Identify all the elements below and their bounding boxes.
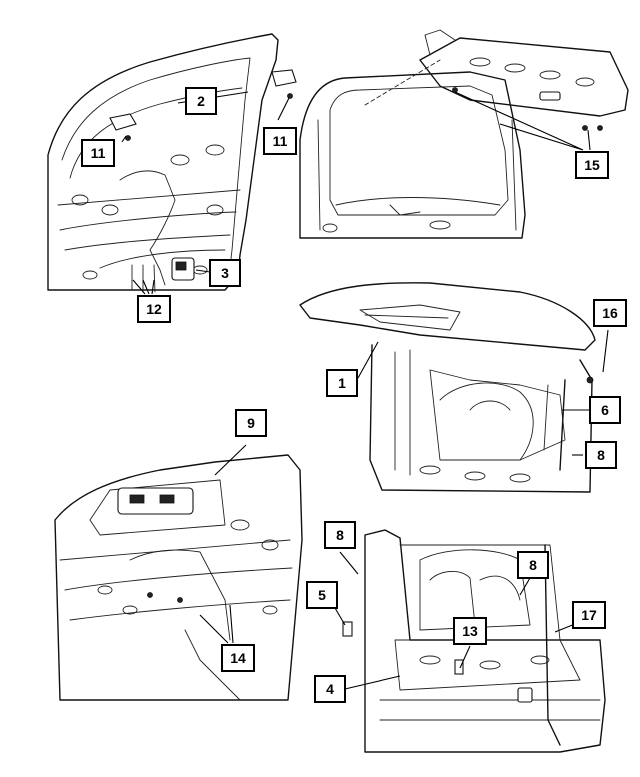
svg-text:8: 8 [336,527,344,543]
callout-2: 2 [185,87,217,115]
svg-text:5: 5 [318,587,326,603]
svg-text:4: 4 [326,681,334,697]
liftgate-handle-view-bottom-left [54,454,303,701]
callout-8-vehicle: 8 [585,441,617,469]
svg-text:17: 17 [581,607,597,623]
callout-3: 3 [209,259,241,287]
svg-text:9: 9 [247,415,255,431]
svg-text:16: 16 [602,305,618,321]
callout-6: 6 [589,396,621,424]
svg-text:11: 11 [91,145,106,161]
svg-text:1: 1 [338,375,346,391]
callout-9: 9 [235,409,267,437]
svg-text:11: 11 [273,133,288,149]
cargo-area-view-bottom-right [342,529,606,753]
callout-11-left: 11 [81,139,115,167]
callout-16: 16 [593,299,627,327]
callout-12: 12 [137,295,171,323]
svg-text:13: 13 [462,623,478,639]
svg-text:6: 6 [601,402,609,418]
callout-17: 17 [572,601,606,629]
liftgate-glass-view-top-right [299,29,629,239]
callout-4: 4 [314,675,346,703]
callout-13: 13 [453,617,487,645]
svg-text:8: 8 [597,447,605,463]
svg-text:8: 8 [529,557,537,573]
callout-1: 1 [326,369,358,397]
callout-8-cargo-left: 8 [324,521,356,549]
svg-text:2: 2 [197,93,205,109]
callout-15: 15 [575,151,609,179]
callout-11-right: 11 [263,127,297,155]
liftgate-inner-view-top-left [47,33,297,293]
svg-text:15: 15 [584,157,600,173]
callout-5: 5 [306,581,338,609]
vehicle-open-liftgate-view [299,282,596,493]
callout-14: 14 [221,644,255,672]
svg-text:12: 12 [146,301,162,317]
svg-text:14: 14 [230,650,246,666]
callout-8-cargo-right: 8 [517,551,549,579]
svg-text:3: 3 [221,265,229,281]
